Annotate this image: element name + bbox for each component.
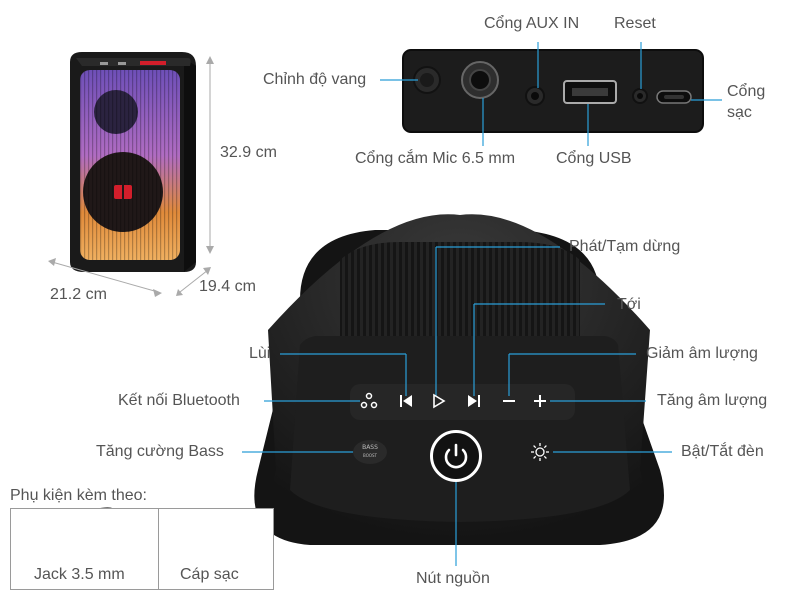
control-deck [254,214,664,545]
power-button[interactable] [430,430,482,482]
height-dimension: 32.9 cm [220,144,277,161]
mic-port-label: Cổng cắm Mic 6.5 mm [355,150,516,167]
accessory-cable-label: Cáp sạc [180,566,239,583]
boost-button-text: BOOST [363,453,377,458]
light-icon[interactable] [530,442,550,462]
accessories-title: Phụ kiện kèm theo: [10,487,147,504]
charge-port-label-line1: Cổng [727,83,766,100]
volume-down-label: Giảm âm lượng [646,345,758,362]
next-label: Tới [617,296,641,313]
volume-up-label: Tăng âm lượng [657,392,768,409]
bass-button-text: BASS [362,444,378,451]
width-dimension: 21.2 cm [50,286,107,303]
accessory-cable-box [158,508,274,590]
charge-port-label-line2: sạc [727,104,752,121]
power-icon [444,443,468,469]
bass-boost-button[interactable]: BASS BOOST [353,440,387,464]
light-toggle-label: Bật/Tắt đèn [681,443,764,460]
volume-down-icon[interactable] [501,393,517,409]
bass-boost-label: Tăng cường Bass [96,443,224,460]
power-button-label: Nút nguồn [416,570,490,587]
speaker-photo [70,52,196,272]
bluetooth-icon[interactable] [360,392,378,410]
next-icon[interactable] [466,393,482,409]
accessory-jack-box [10,508,160,590]
dimension-arrows [48,56,214,297]
play-pause-icon[interactable] [431,393,447,409]
aux-in-label: Cổng AUX IN [484,15,580,32]
port-panel [402,49,704,133]
volume-up-icon[interactable] [532,393,548,409]
reset-label: Reset [614,15,656,32]
play-pause-label: Phát/Tạm dừng [569,238,681,255]
depth-dimension: 19.4 cm [199,278,256,295]
echo-knob-label: Chỉnh độ vang [263,71,367,88]
usb-port-label: Cổng USB [556,150,632,167]
accessory-jack-label: Jack 3.5 mm [34,566,125,583]
previous-label: Lùi [249,345,271,362]
leader-lines [242,42,722,566]
bluetooth-label: Kết nối Bluetooth [118,392,240,409]
previous-icon[interactable] [398,393,414,409]
